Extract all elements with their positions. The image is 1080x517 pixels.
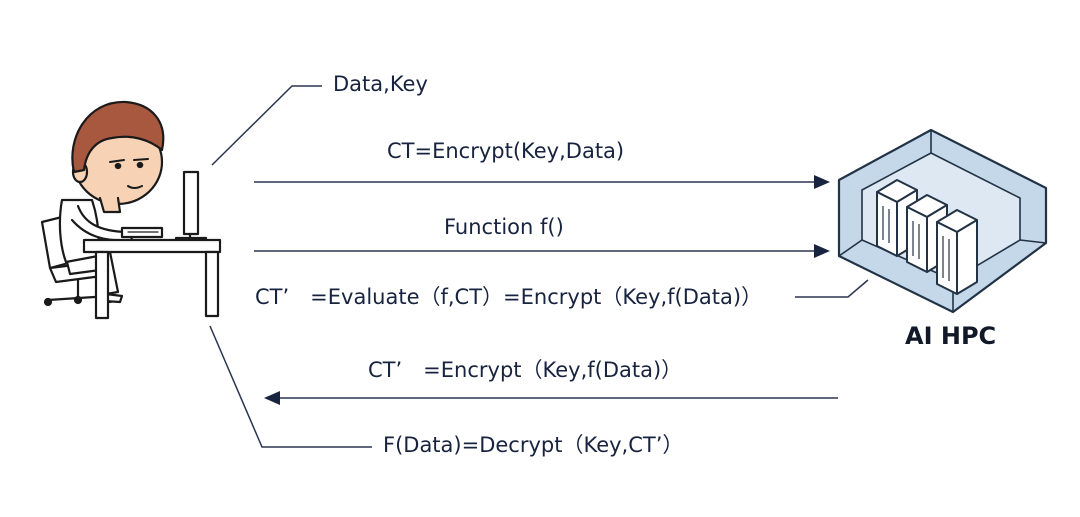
- function-arrowhead: [814, 244, 830, 258]
- callout-lines: [209, 85, 869, 448]
- function-label: Function f(): [444, 215, 564, 239]
- desk: [82, 238, 222, 320]
- return-ciphertext-label: CT’ =Encrypt（Key,f(Data)）: [368, 358, 683, 382]
- arrows: [254, 175, 838, 405]
- server-rack-icon: [837, 128, 1048, 314]
- neck: [98, 196, 122, 214]
- person-at-computer-icon: [40, 100, 222, 320]
- data-key-callout-line: [211, 85, 322, 166]
- server-label: AI HPC: [905, 322, 997, 350]
- hair: [71, 100, 165, 174]
- encrypt-step-label: CT=Encrypt(Key,Data): [387, 139, 625, 163]
- return-arrowhead: [264, 391, 280, 405]
- decrypt-step-label: F(Data)=Decrypt（Key,CT’）: [383, 433, 684, 457]
- evaluate-step-label: CT’ =Evaluate（f,CT）=Encrypt（Key,f(Data)）: [255, 285, 763, 309]
- decrypt-callout-line: [209, 325, 372, 448]
- evaluate-callout-line: [795, 279, 869, 298]
- server-unit: [936, 209, 978, 295]
- monitor: [182, 170, 200, 236]
- encrypt-arrowhead: [814, 175, 830, 189]
- data-key-label: Data,Key: [333, 72, 428, 96]
